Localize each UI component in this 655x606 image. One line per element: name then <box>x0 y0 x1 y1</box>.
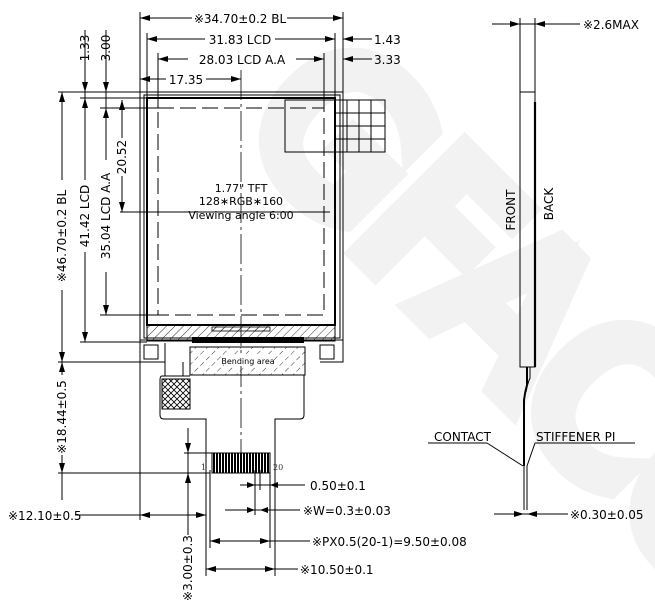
left-dimensions: ※46.70±0.2 BL 41.42 LCD 1.33 35.04 LCD A… <box>8 30 212 605</box>
bending-area-label: Bending area <box>221 357 274 366</box>
left-tab <box>143 344 159 360</box>
lcd-aa-width-dim: 28.03 LCD A.A <box>199 53 286 67</box>
back-label: BACK <box>542 187 556 221</box>
center-offset-dim: 17.35 <box>169 73 203 87</box>
side-view: ※2.6MAX FRONT BACK CONTACT STIFFENER PI … <box>428 18 644 522</box>
bl-height-dim: ※46.70±0.2 BL <box>55 190 69 283</box>
pin-length-dim: ※3.00±0.3 <box>181 535 195 601</box>
fpc-length-dim: ※18.44±0.5 <box>55 380 69 454</box>
fpc-contact-pins <box>211 452 271 474</box>
lcd-width-dim: 31.83 LCD <box>209 33 271 47</box>
fpc-width-dim: ※10.50±0.1 <box>300 563 374 577</box>
top-aa-offset-dim: 3.00 <box>99 35 113 62</box>
contact-label: CONTACT <box>434 430 492 444</box>
pin-width-dim: ※W=0.3±0.03 <box>303 504 391 518</box>
touch-key-grid <box>334 99 386 153</box>
ic-bond <box>192 337 304 343</box>
top-lcd-offset-dim: 1.33 <box>78 35 92 62</box>
ic-chip <box>211 326 271 332</box>
pin-dimensions: 0.50±0.1 ※W=0.3±0.03 ※PX0.5(20-1)=9.50±0… <box>206 479 467 577</box>
fpc-thickness-dim: ※0.30±0.05 <box>570 508 644 522</box>
fpc-outline <box>159 375 305 452</box>
right-lcd-offset-dim: 1.43 <box>374 33 401 47</box>
viewing-angle-label: Viewing angle 6:00 <box>188 209 293 222</box>
pin-pitch-dim: 0.50±0.1 <box>310 479 366 493</box>
aa-center-dim: 20.52 <box>115 140 129 174</box>
top-dimensions: ※34.70±0.2 BL 31.83 LCD 1.43 28.03 LCD A… <box>139 10 401 108</box>
pin-span-dim: ※PX0.5(20-1)=9.50±0.08 <box>312 535 467 549</box>
stiffener-label: STIFFENER PI <box>536 430 615 444</box>
front-label: FRONT <box>504 189 518 231</box>
pin-1-label: 1 <box>201 463 206 472</box>
lcd-height-dim: 41.42 LCD <box>78 185 92 247</box>
panel-resolution-label: 128∗RGB∗160 <box>199 195 283 208</box>
lcd-aa-height-dim: 35.04 LCD A.A <box>99 172 113 259</box>
bl-width-dim: ※34.70±0.2 BL <box>194 12 287 26</box>
pin-20-label: 20 <box>273 463 283 472</box>
front-view: 1.77" TFT 128∗RGB∗160 Viewing angle 6:00… <box>8 10 467 605</box>
right-aa-offset-dim: 3.33 <box>374 53 401 67</box>
thickness-dim: ※2.6MAX <box>583 18 639 32</box>
panel-size-label: 1.77" TFT <box>215 182 268 195</box>
fpc-components <box>161 378 191 410</box>
right-tab <box>319 344 335 360</box>
fpc-offset-dim: ※12.10±0.5 <box>8 509 82 523</box>
